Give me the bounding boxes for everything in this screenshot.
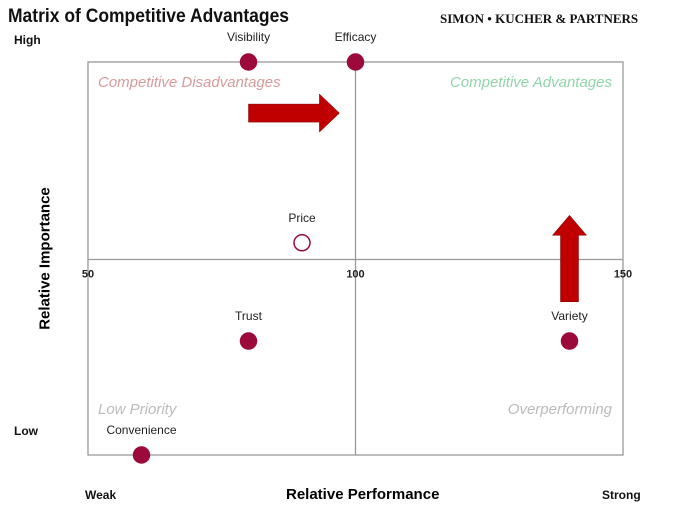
quadrant-label-bottom-right: Overperforming — [508, 401, 613, 418]
data-point-efficacy — [346, 53, 365, 71]
chart-title: Matrix of Competitive Advantages — [8, 6, 290, 27]
quadrant-label-bottom-left: Low Priority — [98, 401, 178, 418]
data-label-efficacy: Efficacy — [335, 30, 377, 44]
data-label-variety: Variety — [551, 309, 587, 323]
x-axis-strong-label: Strong — [602, 488, 641, 502]
y-axis-high-label: High — [14, 33, 41, 47]
data-label-convenience: Convenience — [106, 423, 176, 437]
data-point-variety — [560, 332, 579, 350]
quadrant-label-top-right: Competitive Advantages — [450, 74, 613, 91]
x-tick-label: 150 — [614, 269, 632, 281]
brand-logo: SIMON • KUCHER & PARTNERS — [440, 11, 639, 26]
data-label-price: Price — [288, 211, 316, 225]
quadrant-label-top-left: Competitive Disadvantages — [98, 74, 281, 91]
x-axis-weak-label: Weak — [85, 488, 117, 502]
data-point-convenience — [132, 446, 151, 464]
arrow-right-icon — [248, 93, 340, 133]
data-point-visibility — [239, 53, 258, 71]
data-point-price — [293, 234, 311, 252]
data-label-trust: Trust — [235, 309, 263, 323]
x-tick-label: 100 — [346, 269, 364, 281]
x-axis-title: Relative Performance — [286, 486, 440, 503]
arrow-up-icon — [551, 214, 588, 302]
x-tick-label: 50 — [82, 269, 94, 281]
data-label-visibility: Visibility — [227, 30, 270, 44]
y-axis-low-label: Low — [14, 424, 38, 438]
data-point-trust — [239, 332, 258, 350]
